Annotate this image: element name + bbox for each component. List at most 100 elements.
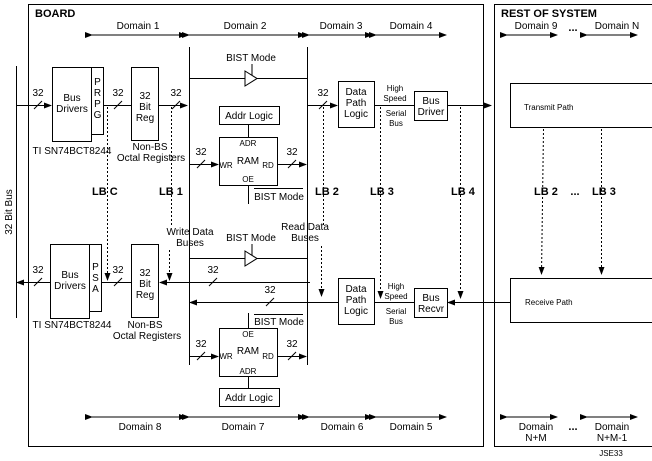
- lb-2-label: LB 2: [315, 186, 339, 198]
- bus-width-slash: [113, 277, 123, 287]
- bus-drivers-bottom-label: Bus: [61, 270, 78, 281]
- domain-7-label: Domain 7: [222, 422, 265, 433]
- bus-width-slash: [33, 100, 43, 110]
- psa-letter: S: [92, 273, 99, 284]
- high-speed: High: [388, 282, 404, 291]
- bit-reg-bottom: [131, 244, 159, 318]
- data-path-logic-top: [338, 81, 375, 128]
- domain-2-label: Domain 2: [224, 21, 267, 32]
- buffer-triangle-icon: [244, 70, 258, 87]
- ti-part-bottom: TI SN74BCT8244: [33, 320, 112, 331]
- ellipsis: ...: [570, 186, 579, 198]
- ram-rd: RD: [262, 352, 274, 361]
- bit-reg-label: Reg: [136, 290, 154, 301]
- high-speed: Speed: [383, 94, 406, 103]
- psa-letter: A: [92, 284, 99, 295]
- bus-width-slash: [287, 351, 297, 361]
- lb-3-rest-label: LB 3: [592, 186, 616, 198]
- bus-recvr-label: Bus: [422, 293, 439, 304]
- bist-mode-top-label: BIST Mode: [226, 53, 276, 64]
- bus-width-slash: [208, 277, 218, 287]
- domain-nm-sub: N+M: [525, 433, 546, 444]
- dpl-label: Logic: [344, 109, 368, 120]
- domain-9-label: Domain 9: [515, 21, 558, 32]
- non-bs-top: Octal Registers: [117, 153, 185, 164]
- high-speed: High: [387, 84, 403, 93]
- bus-width-slash: [113, 100, 123, 110]
- receive-path-label: Receive Path: [525, 298, 573, 307]
- dpl-label: Path: [346, 98, 367, 109]
- bus-drivers-top: [52, 67, 92, 142]
- ram-rd: RD: [262, 161, 274, 170]
- serial-bus: Serial: [386, 307, 407, 316]
- bus-width-slash: [265, 297, 275, 307]
- lb-1-label: LB 1: [159, 186, 183, 198]
- dpl-label: Data: [345, 284, 367, 295]
- bus-width-label: 32: [112, 88, 124, 99]
- ellipsis: ...: [568, 22, 577, 34]
- bus-width-label: 32: [32, 88, 44, 99]
- ti-part-top: TI SN74BCT8244: [33, 146, 112, 157]
- ram-wr: WR: [219, 352, 233, 361]
- prpg-letter: R: [94, 88, 101, 99]
- transmit-path: [510, 83, 652, 128]
- prpg-letter: P: [94, 77, 101, 88]
- bus-width-label: 32: [195, 339, 207, 350]
- bus-width-label: 32: [317, 88, 329, 99]
- board-title: BOARD: [35, 8, 75, 20]
- lb-3-label: LB 3: [370, 186, 394, 198]
- transmit-path-label: Transmit Path: [524, 103, 574, 112]
- rest-of-system-frame: [494, 4, 652, 447]
- ram-label: RAM: [237, 346, 259, 357]
- bus-recvr: [414, 288, 448, 318]
- dpl-label: Logic: [344, 306, 368, 317]
- prpg-letter: G: [94, 110, 102, 121]
- bus-width-label: 32: [32, 265, 44, 276]
- bus-width-slash: [171, 100, 181, 110]
- prpg-letter: P: [94, 99, 101, 110]
- ram-wr: WR: [219, 161, 233, 170]
- domain-nm-label: Domain: [519, 422, 553, 433]
- domain-n-label: Domain N: [595, 21, 639, 32]
- ram-adr: ADR: [240, 139, 257, 148]
- bus-width-label: 32: [264, 285, 276, 296]
- read-data-label: Read Data: [281, 222, 329, 233]
- addr-logic-label: Addr Logic: [225, 111, 273, 122]
- bus-width-label: 32: [207, 265, 219, 276]
- psa-box: [89, 244, 102, 312]
- board-frame: [28, 4, 484, 447]
- buffer-triangle-icon: [244, 250, 258, 267]
- bus-width-slash: [33, 277, 43, 287]
- bus-drivers-bottom: [50, 244, 90, 319]
- figure-id: JSE33: [599, 449, 623, 458]
- bus-width-slash: [318, 100, 328, 110]
- ellipsis: ...: [568, 421, 577, 433]
- dpl-label: Path: [346, 295, 367, 306]
- receive-path: [510, 278, 652, 323]
- non-bs-bottom: Non-BS: [127, 320, 162, 331]
- domain-3-label: Domain 3: [320, 21, 363, 32]
- bus-driver-label: Driver: [418, 107, 445, 118]
- bus-drivers-bottom-label: Drivers: [54, 281, 86, 292]
- bus-width-slash: [196, 159, 206, 169]
- bit-reg-label: 32: [139, 268, 151, 279]
- psa-letter: P: [92, 262, 99, 273]
- bus-drivers-top-label: Bus: [63, 93, 80, 104]
- non-bs-bottom: Octal Registers: [113, 331, 181, 342]
- non-bs-top: Non-BS: [132, 142, 167, 153]
- bus-width-label: 32: [112, 265, 124, 276]
- ram-oe: OE: [242, 330, 254, 339]
- ram-label: RAM: [237, 156, 259, 167]
- bit-reg-label: Bit: [139, 102, 151, 113]
- bist-mode-bottom-label: BIST Mode: [226, 233, 276, 244]
- high-speed: Speed: [384, 292, 407, 301]
- domain-8-label: Domain 8: [119, 422, 162, 433]
- ram-adr: ADR: [240, 367, 257, 376]
- domain-1-label: Domain 1: [117, 21, 160, 32]
- data-path-logic-bottom: [338, 278, 375, 325]
- domain-6-label: Domain 6: [321, 422, 364, 433]
- serial-bus: Bus: [389, 119, 403, 128]
- rest-title: REST OF SYSTEM: [501, 8, 597, 20]
- domain-nm1-sub: N+M-1: [597, 433, 628, 444]
